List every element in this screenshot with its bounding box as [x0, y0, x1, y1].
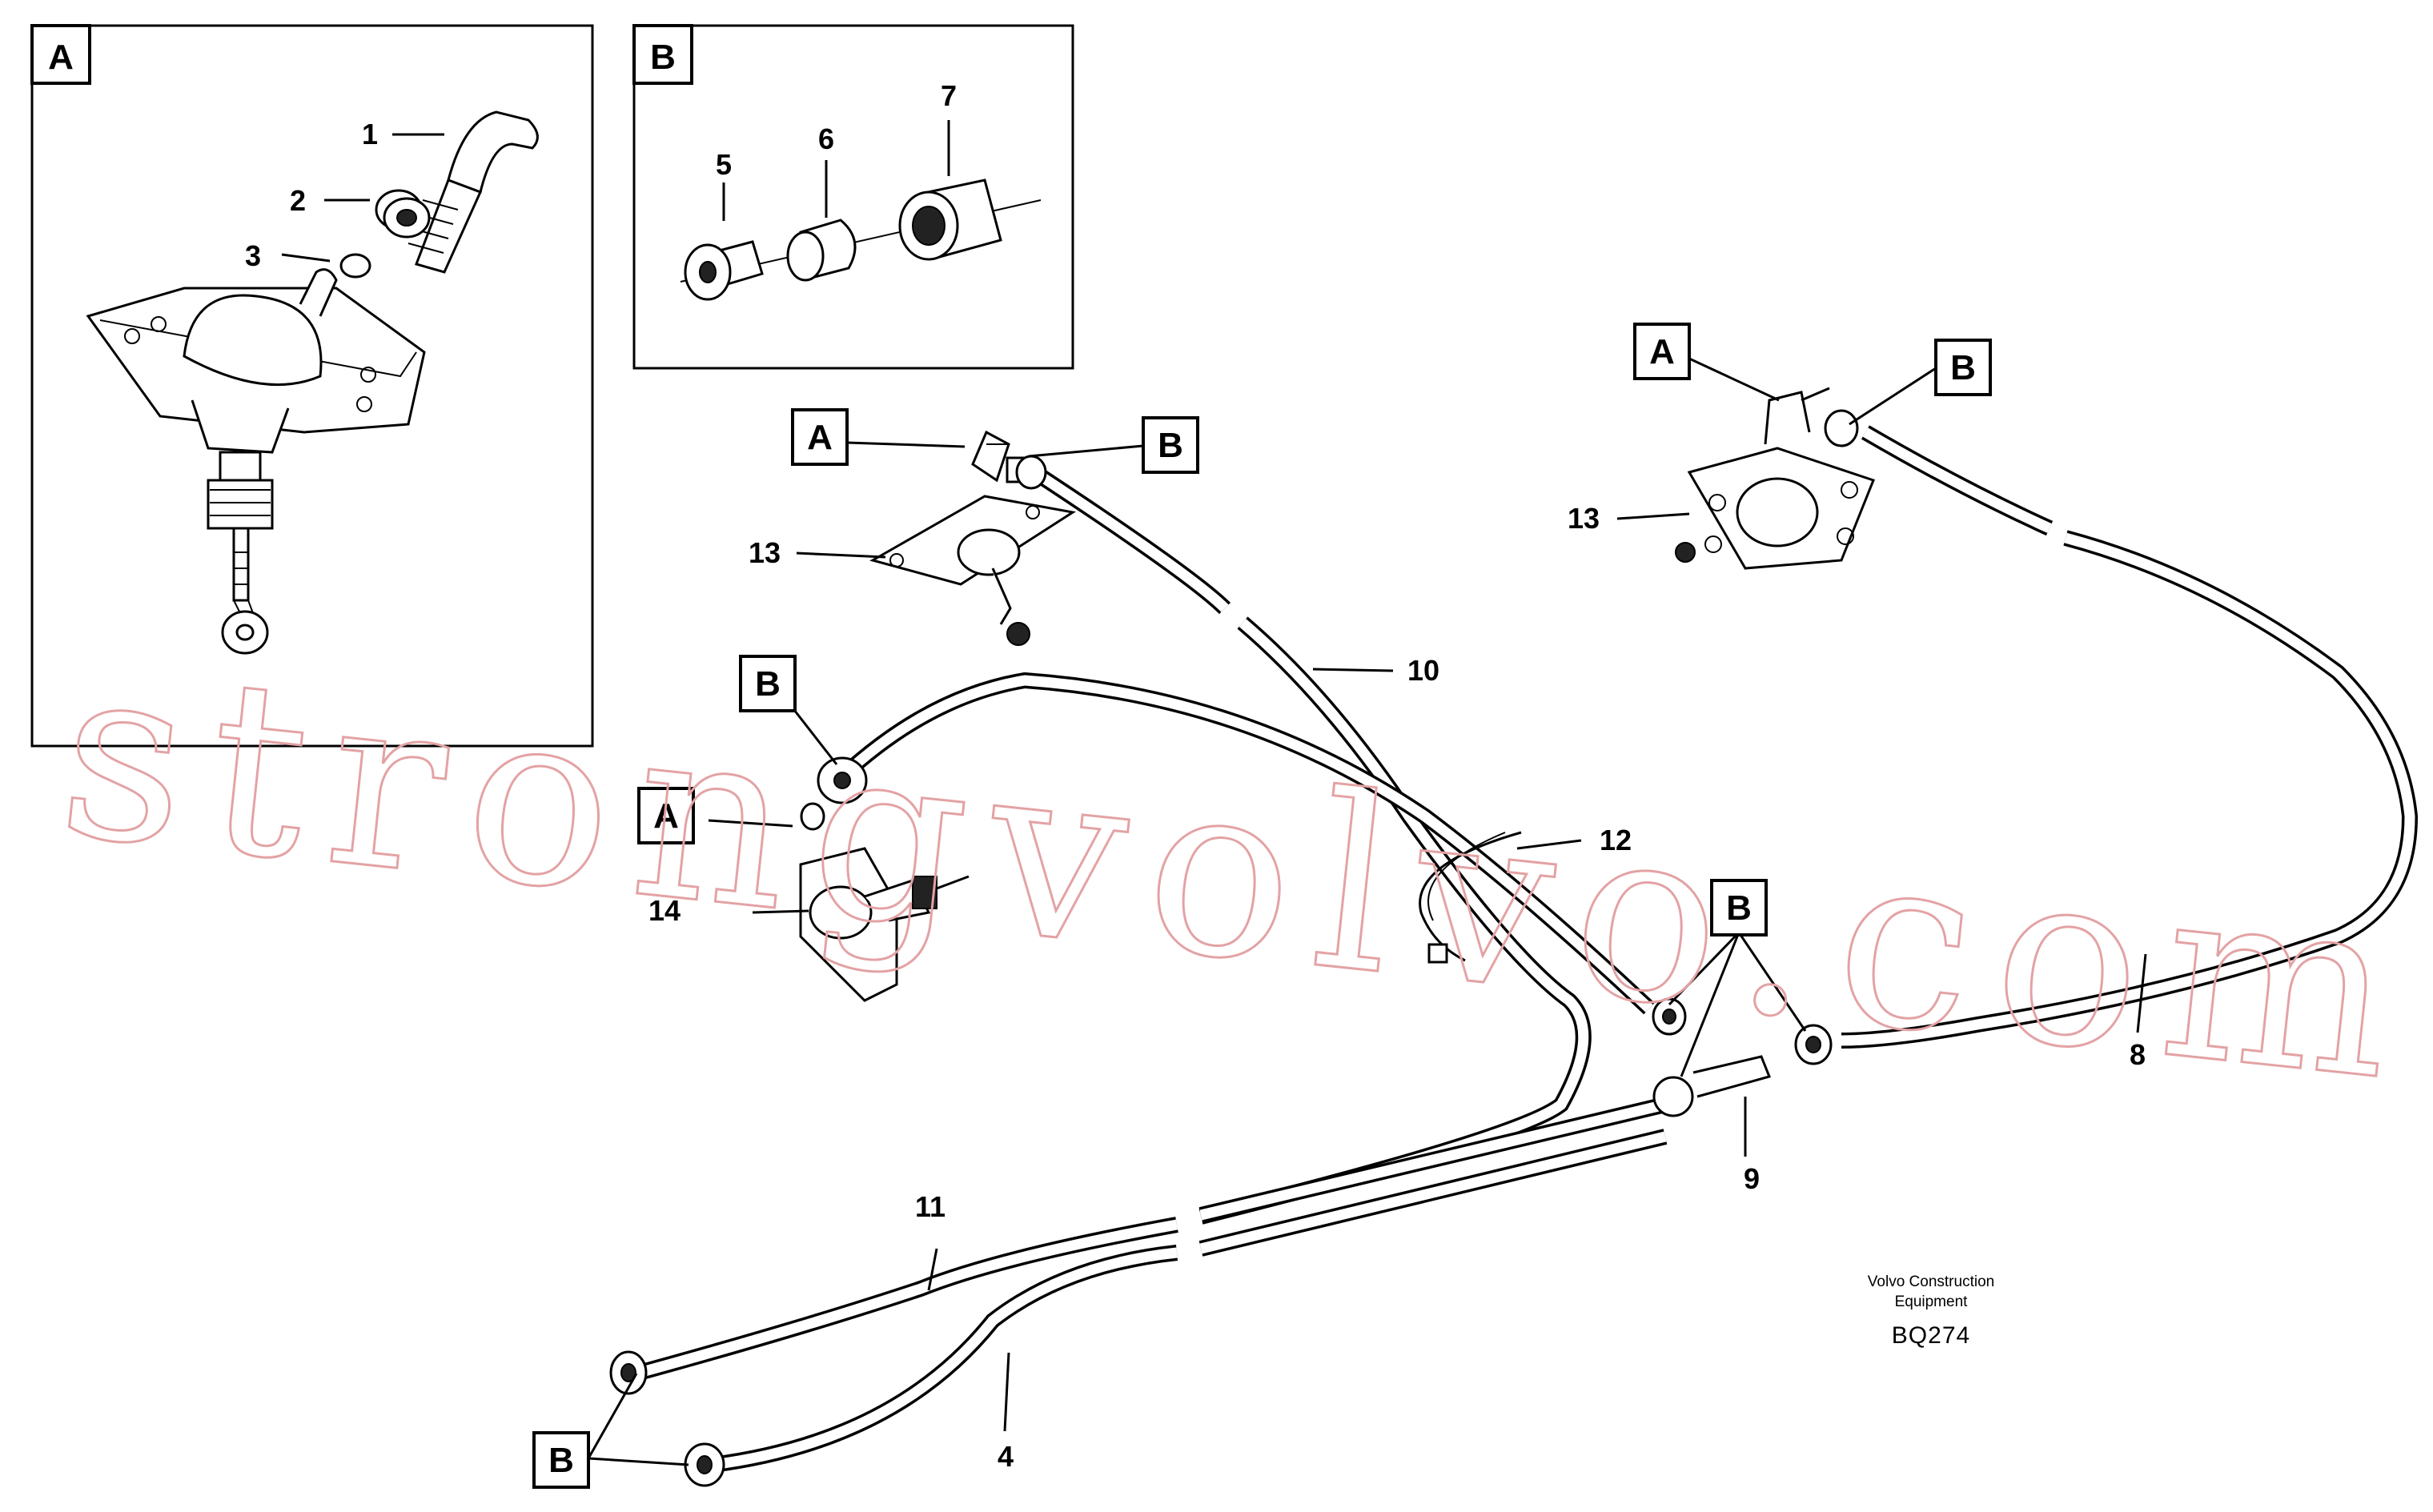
tee-fitting-9: [1652, 997, 1833, 1117]
part-label-6: 6: [818, 122, 834, 155]
inset-b: B 5 6 7: [632, 24, 1074, 370]
pipe-11: [837, 672, 1655, 1015]
part-label-8: 8: [2130, 1038, 2146, 1071]
inset-a-frame: [30, 24, 594, 748]
part-label-10: 10: [1407, 654, 1439, 687]
pipe-10: [1036, 469, 1592, 1225]
svg-text:B: B: [1726, 888, 1752, 928]
inset-b-frame: [632, 24, 1074, 370]
inset-a-badge: [30, 24, 91, 85]
sleeve-part: [684, 240, 764, 301]
credit-line-1: Volvo Construction: [1868, 1273, 1994, 1290]
svg-text:B: B: [1950, 348, 1976, 387]
callout-a-top-left: A: [791, 408, 849, 466]
part-label-1: 1: [362, 118, 378, 150]
sensor-13-left: [869, 430, 1077, 646]
o-ring-part: [339, 253, 371, 279]
callout-b-top-right: B: [1934, 339, 1992, 396]
callout-b-top-left: B: [1142, 416, 1199, 474]
inset-a: A: [30, 24, 594, 748]
inset-a-letter: A: [48, 38, 74, 77]
watermark: strongvolvo.com: [50, 611, 2430, 1136]
svg-text:A: A: [653, 796, 679, 836]
drawing-code: BQ274: [1892, 1322, 1970, 1349]
svg-text:A: A: [807, 418, 833, 457]
callout-b-bottom: B: [532, 1431, 590, 1489]
callout-a-top-right: A: [1633, 323, 1691, 380]
part-label-4: 4: [998, 1440, 1014, 1473]
part-label-14: 14: [648, 894, 681, 927]
svg-text:A: A: [1649, 332, 1675, 371]
nut-part: [375, 189, 431, 239]
part-label-13-left: 13: [749, 536, 781, 569]
svg-text:B: B: [1158, 426, 1183, 465]
callout-a-mid: A: [637, 787, 695, 844]
clamp-12: [1419, 831, 1522, 964]
callout-b-mid: B: [739, 655, 797, 712]
part-label-7: 7: [941, 79, 957, 112]
part-label-13-right: 13: [1568, 502, 1600, 535]
part-label-5: 5: [716, 148, 732, 181]
inset-b-badge: [632, 24, 693, 85]
pipe-4-11-lower: [622, 1097, 1668, 1473]
svg-text:B: B: [755, 664, 781, 704]
callout-leaders: [587, 357, 2147, 1466]
inset-b-letter: B: [650, 38, 676, 77]
callout-b-right: B: [1710, 879, 1768, 936]
part-label-11: 11: [915, 1190, 945, 1223]
pipe-8: [1841, 425, 2419, 1049]
part-label-9: 9: [1744, 1162, 1760, 1195]
union-nut-part: [898, 178, 1002, 261]
credit-line-2: Equipment: [1895, 1293, 1969, 1310]
ring-part: [786, 219, 857, 282]
pressure-switch: [86, 268, 426, 655]
elbow-fitting-part: [408, 110, 539, 274]
part-label-3: 3: [245, 239, 261, 272]
part-label-12: 12: [1600, 824, 1632, 856]
part-label-2: 2: [290, 184, 306, 217]
svg-text:B: B: [548, 1441, 574, 1480]
switch-14: [799, 756, 970, 1002]
sensor-13-right: [1675, 387, 1875, 570]
end-nuts-bottom: [609, 1350, 725, 1487]
